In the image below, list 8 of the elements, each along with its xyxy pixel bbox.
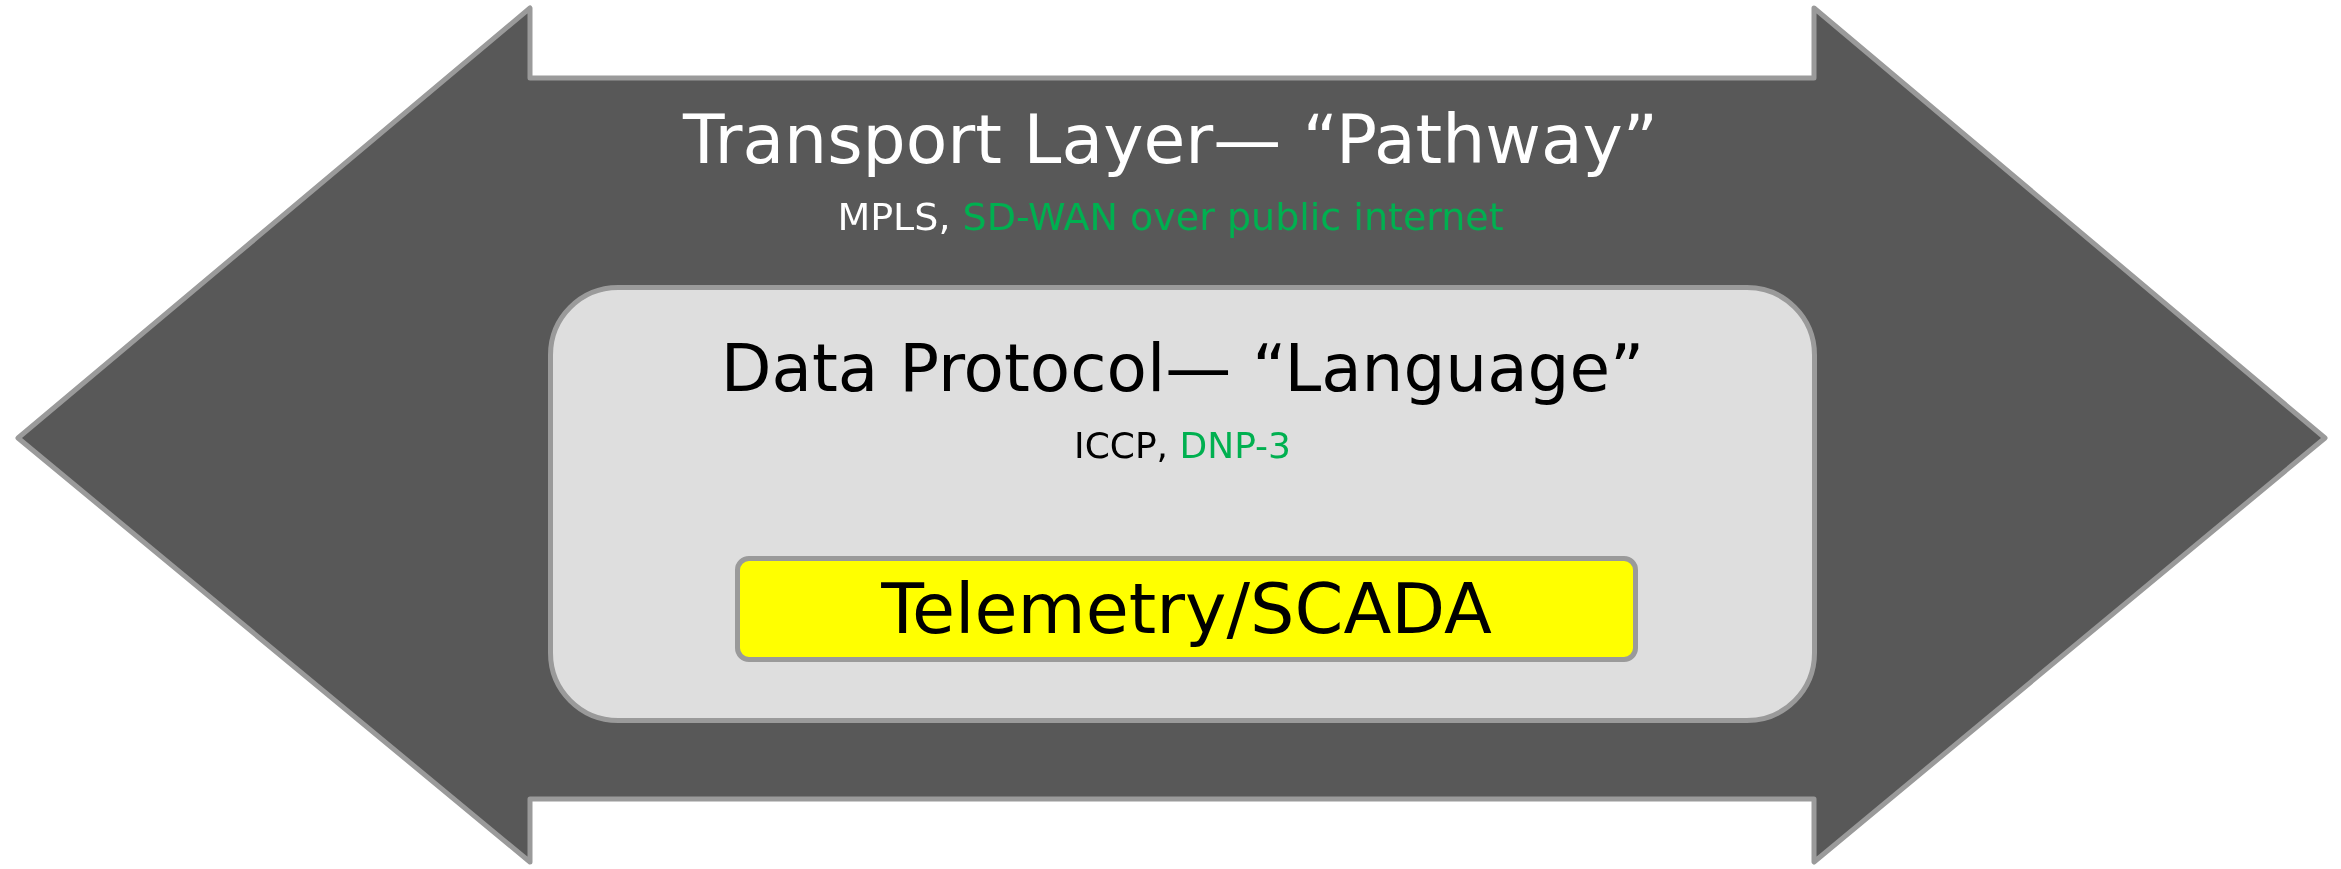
layer-title: Transport Layer— “Pathway” bbox=[681, 100, 1660, 179]
protocol-list-text: MPLS, bbox=[837, 195, 951, 239]
highlighted-protocol-text: SD-WAN over public internet bbox=[962, 195, 1504, 239]
highlighted-protocol-text: DNP-3 bbox=[1179, 425, 1291, 466]
layer-title: Data Protocol— “Language” bbox=[719, 330, 1646, 407]
rounded-panel bbox=[548, 285, 1817, 723]
highlight-box: Telemetry/SCADA bbox=[735, 556, 1638, 662]
protocol-list-text: ICCP, bbox=[1074, 425, 1169, 466]
